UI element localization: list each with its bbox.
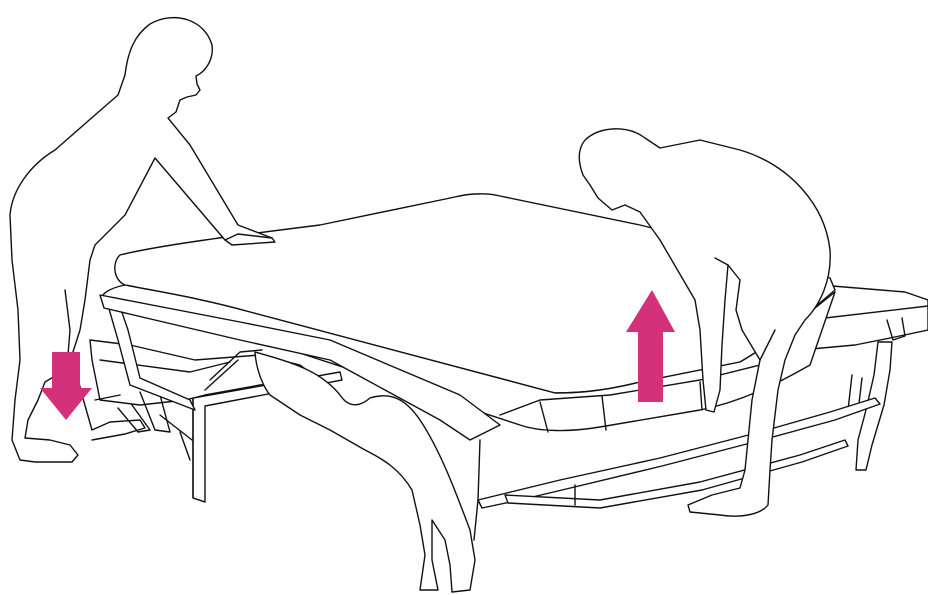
lower-rail-back: [505, 440, 848, 508]
